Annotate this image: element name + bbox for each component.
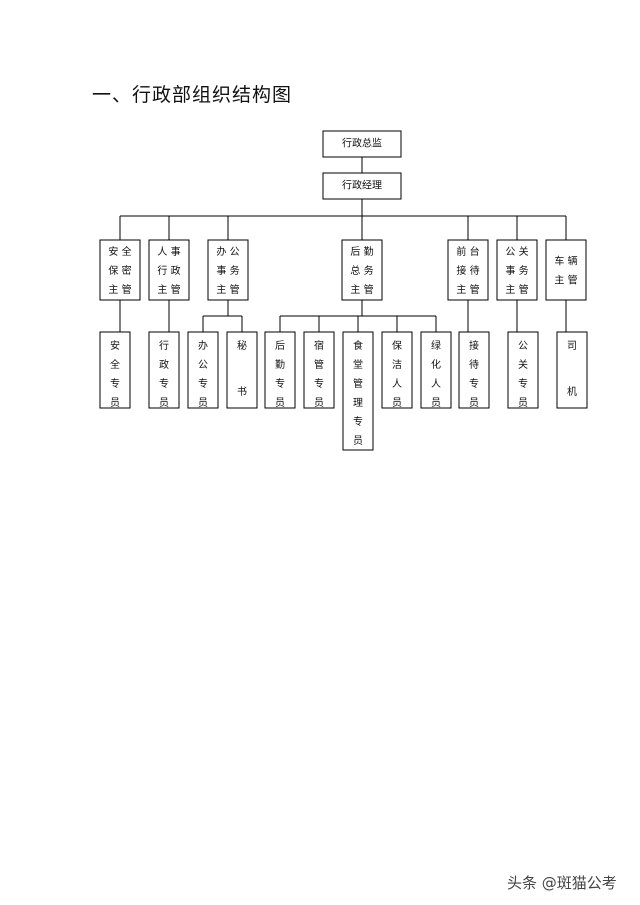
supervisor-box-s7 xyxy=(545,239,587,301)
staff-box xyxy=(507,331,539,409)
staff-label: 安全专员 xyxy=(110,339,120,409)
staff-label: 行政专员 xyxy=(159,339,169,409)
director-box xyxy=(322,130,402,158)
supervisor-label-s3: 办 公事 务主 管 xyxy=(216,245,239,296)
supervisor-box-s2 xyxy=(148,239,190,301)
supervisor-label-s4: 后 勤总 务主 管 xyxy=(350,245,373,296)
staff-box xyxy=(303,331,335,409)
staff-box xyxy=(187,331,219,409)
supervisor-box-s3 xyxy=(207,239,249,301)
staff-label: 宿管专员 xyxy=(314,339,324,409)
staff-label: 食堂管理专员 xyxy=(353,339,363,447)
staff-box xyxy=(458,331,490,409)
staff-label: 接待专员 xyxy=(469,339,479,409)
staff-label: 公关专员 xyxy=(518,341,528,409)
staff-box xyxy=(264,331,296,409)
supervisor-label-s2: 人 事行 政主 管 xyxy=(157,245,180,296)
staff-box xyxy=(226,331,258,409)
supervisor-label-s1: 安 全保 密主 管 xyxy=(108,245,131,296)
staff-box xyxy=(342,331,374,451)
page-title: 一、行政部组织结构图 xyxy=(92,84,293,106)
supervisor-label-s5: 前 台接 待主 管 xyxy=(456,245,479,296)
staff-box xyxy=(381,331,413,409)
staff-box xyxy=(148,331,180,409)
supervisor-box-s4 xyxy=(341,239,383,301)
manager-label: 行政经理 xyxy=(342,179,382,192)
staff-label: 保洁人员 xyxy=(392,339,402,409)
staff-box xyxy=(420,331,452,409)
staff-label: 秘书 xyxy=(237,339,247,398)
supervisor-box-s5 xyxy=(447,239,489,301)
director-label: 行政总监 xyxy=(342,137,382,150)
staff-box xyxy=(556,331,588,409)
staff-label: 司机 xyxy=(567,341,577,398)
watermark: 头条 @斑猫公考 xyxy=(507,874,617,892)
staff-box xyxy=(99,331,131,409)
supervisor-label-s7: 车 辆主 管 xyxy=(554,255,577,287)
supervisor-label-s6: 公 关事 务主 管 xyxy=(505,245,528,296)
staff-label: 办公专员 xyxy=(198,339,208,409)
staff-label: 绿化人员 xyxy=(431,339,441,409)
staff-label: 后勤专员 xyxy=(275,340,285,409)
supervisor-box-s1 xyxy=(99,239,141,301)
